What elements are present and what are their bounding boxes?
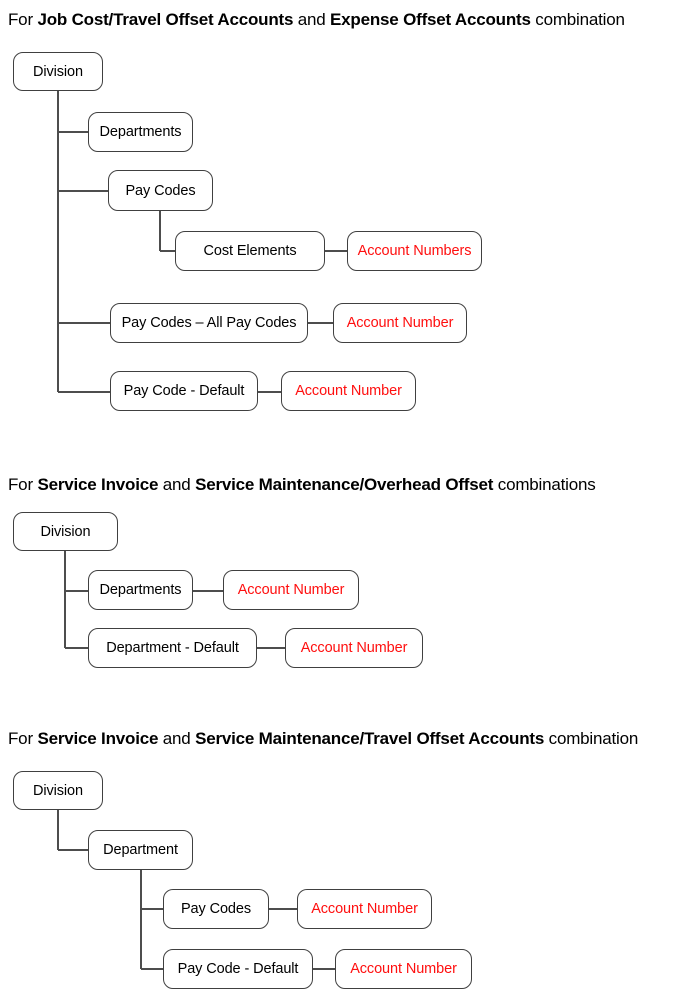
connector-to-cost-elements bbox=[160, 250, 175, 252]
heading-segment-bold: Expense Offset Accounts bbox=[330, 10, 531, 29]
connector-to-pay-code-default bbox=[141, 968, 163, 970]
connector-department-trunk bbox=[140, 870, 142, 969]
heading-segment: For bbox=[8, 729, 38, 748]
node-account-number: Account Number bbox=[335, 949, 472, 989]
connector-to-department bbox=[58, 849, 88, 851]
connector-pay-code-default-to-account-number bbox=[258, 391, 281, 393]
connector-pay-codes-to-account-number bbox=[269, 908, 297, 910]
connector-division-trunk bbox=[64, 551, 66, 648]
connector-to-pay-codes-all bbox=[58, 322, 110, 324]
node-departments: Departments bbox=[88, 112, 193, 152]
node-pay-code-default: Pay Code - Default bbox=[110, 371, 258, 411]
node-pay-codes-all-pay-codes: Pay Codes – All Pay Codes bbox=[110, 303, 308, 343]
connector-departments-to-account-number bbox=[193, 590, 223, 592]
connector-pay-codes-trunk bbox=[159, 211, 161, 251]
node-account-number: Account Number bbox=[333, 303, 467, 343]
heading-segment-bold: Service Invoice bbox=[37, 475, 159, 494]
connector-pay-code-default-to-account-number bbox=[313, 968, 335, 970]
node-pay-codes: Pay Codes bbox=[163, 889, 269, 929]
node-account-number: Account Number bbox=[285, 628, 423, 668]
connector-to-pay-codes bbox=[58, 190, 108, 192]
heading-segment: and bbox=[158, 475, 196, 494]
heading-segment: and bbox=[293, 10, 331, 29]
connector-pay-codes-all-to-account-number bbox=[308, 322, 333, 324]
connector-to-departments bbox=[58, 131, 88, 133]
node-pay-code-default: Pay Code - Default bbox=[163, 949, 313, 989]
heading-segment: combination bbox=[544, 729, 639, 748]
node-account-number: Account Number bbox=[223, 570, 359, 610]
node-division: Division bbox=[13, 771, 103, 810]
connector-division-trunk bbox=[57, 91, 59, 392]
node-account-numbers: Account Numbers bbox=[347, 231, 482, 271]
heading-segment: combination bbox=[530, 10, 625, 29]
node-cost-elements: Cost Elements bbox=[175, 231, 325, 271]
node-department-default: Department - Default bbox=[88, 628, 257, 668]
connector-to-departments bbox=[65, 590, 88, 592]
connector-to-pay-code-default bbox=[58, 391, 110, 393]
node-pay-codes: Pay Codes bbox=[108, 170, 213, 211]
section-3-heading: For Service Invoice and Service Maintena… bbox=[8, 728, 638, 750]
section-2-heading: For Service Invoice and Service Maintena… bbox=[8, 474, 596, 496]
heading-segment-bold: Service Maintenance/Travel Offset Accoun… bbox=[195, 729, 545, 748]
node-account-number: Account Number bbox=[281, 371, 416, 411]
heading-segment: and bbox=[158, 729, 196, 748]
node-division: Division bbox=[13, 52, 103, 91]
node-division: Division bbox=[13, 512, 118, 551]
node-department: Department bbox=[88, 830, 193, 870]
connector-department-default-to-account-number bbox=[257, 647, 285, 649]
connector-division-trunk bbox=[57, 810, 59, 850]
heading-segment: combinations bbox=[493, 475, 596, 494]
node-departments: Departments bbox=[88, 570, 193, 610]
heading-segment-bold: Job Cost/Travel Offset Accounts bbox=[37, 10, 294, 29]
connector-to-pay-codes bbox=[141, 908, 163, 910]
connector-cost-elements-to-account-numbers bbox=[325, 250, 347, 252]
node-account-number: Account Number bbox=[297, 889, 432, 929]
heading-segment: For bbox=[8, 475, 38, 494]
connector-to-department-default bbox=[65, 647, 88, 649]
heading-segment-bold: Service Invoice bbox=[37, 729, 159, 748]
heading-segment-bold: Service Maintenance/Overhead Offset bbox=[195, 475, 494, 494]
heading-segment: For bbox=[8, 10, 38, 29]
section-1-heading: For Job Cost/Travel Offset Accounts and … bbox=[8, 9, 625, 31]
